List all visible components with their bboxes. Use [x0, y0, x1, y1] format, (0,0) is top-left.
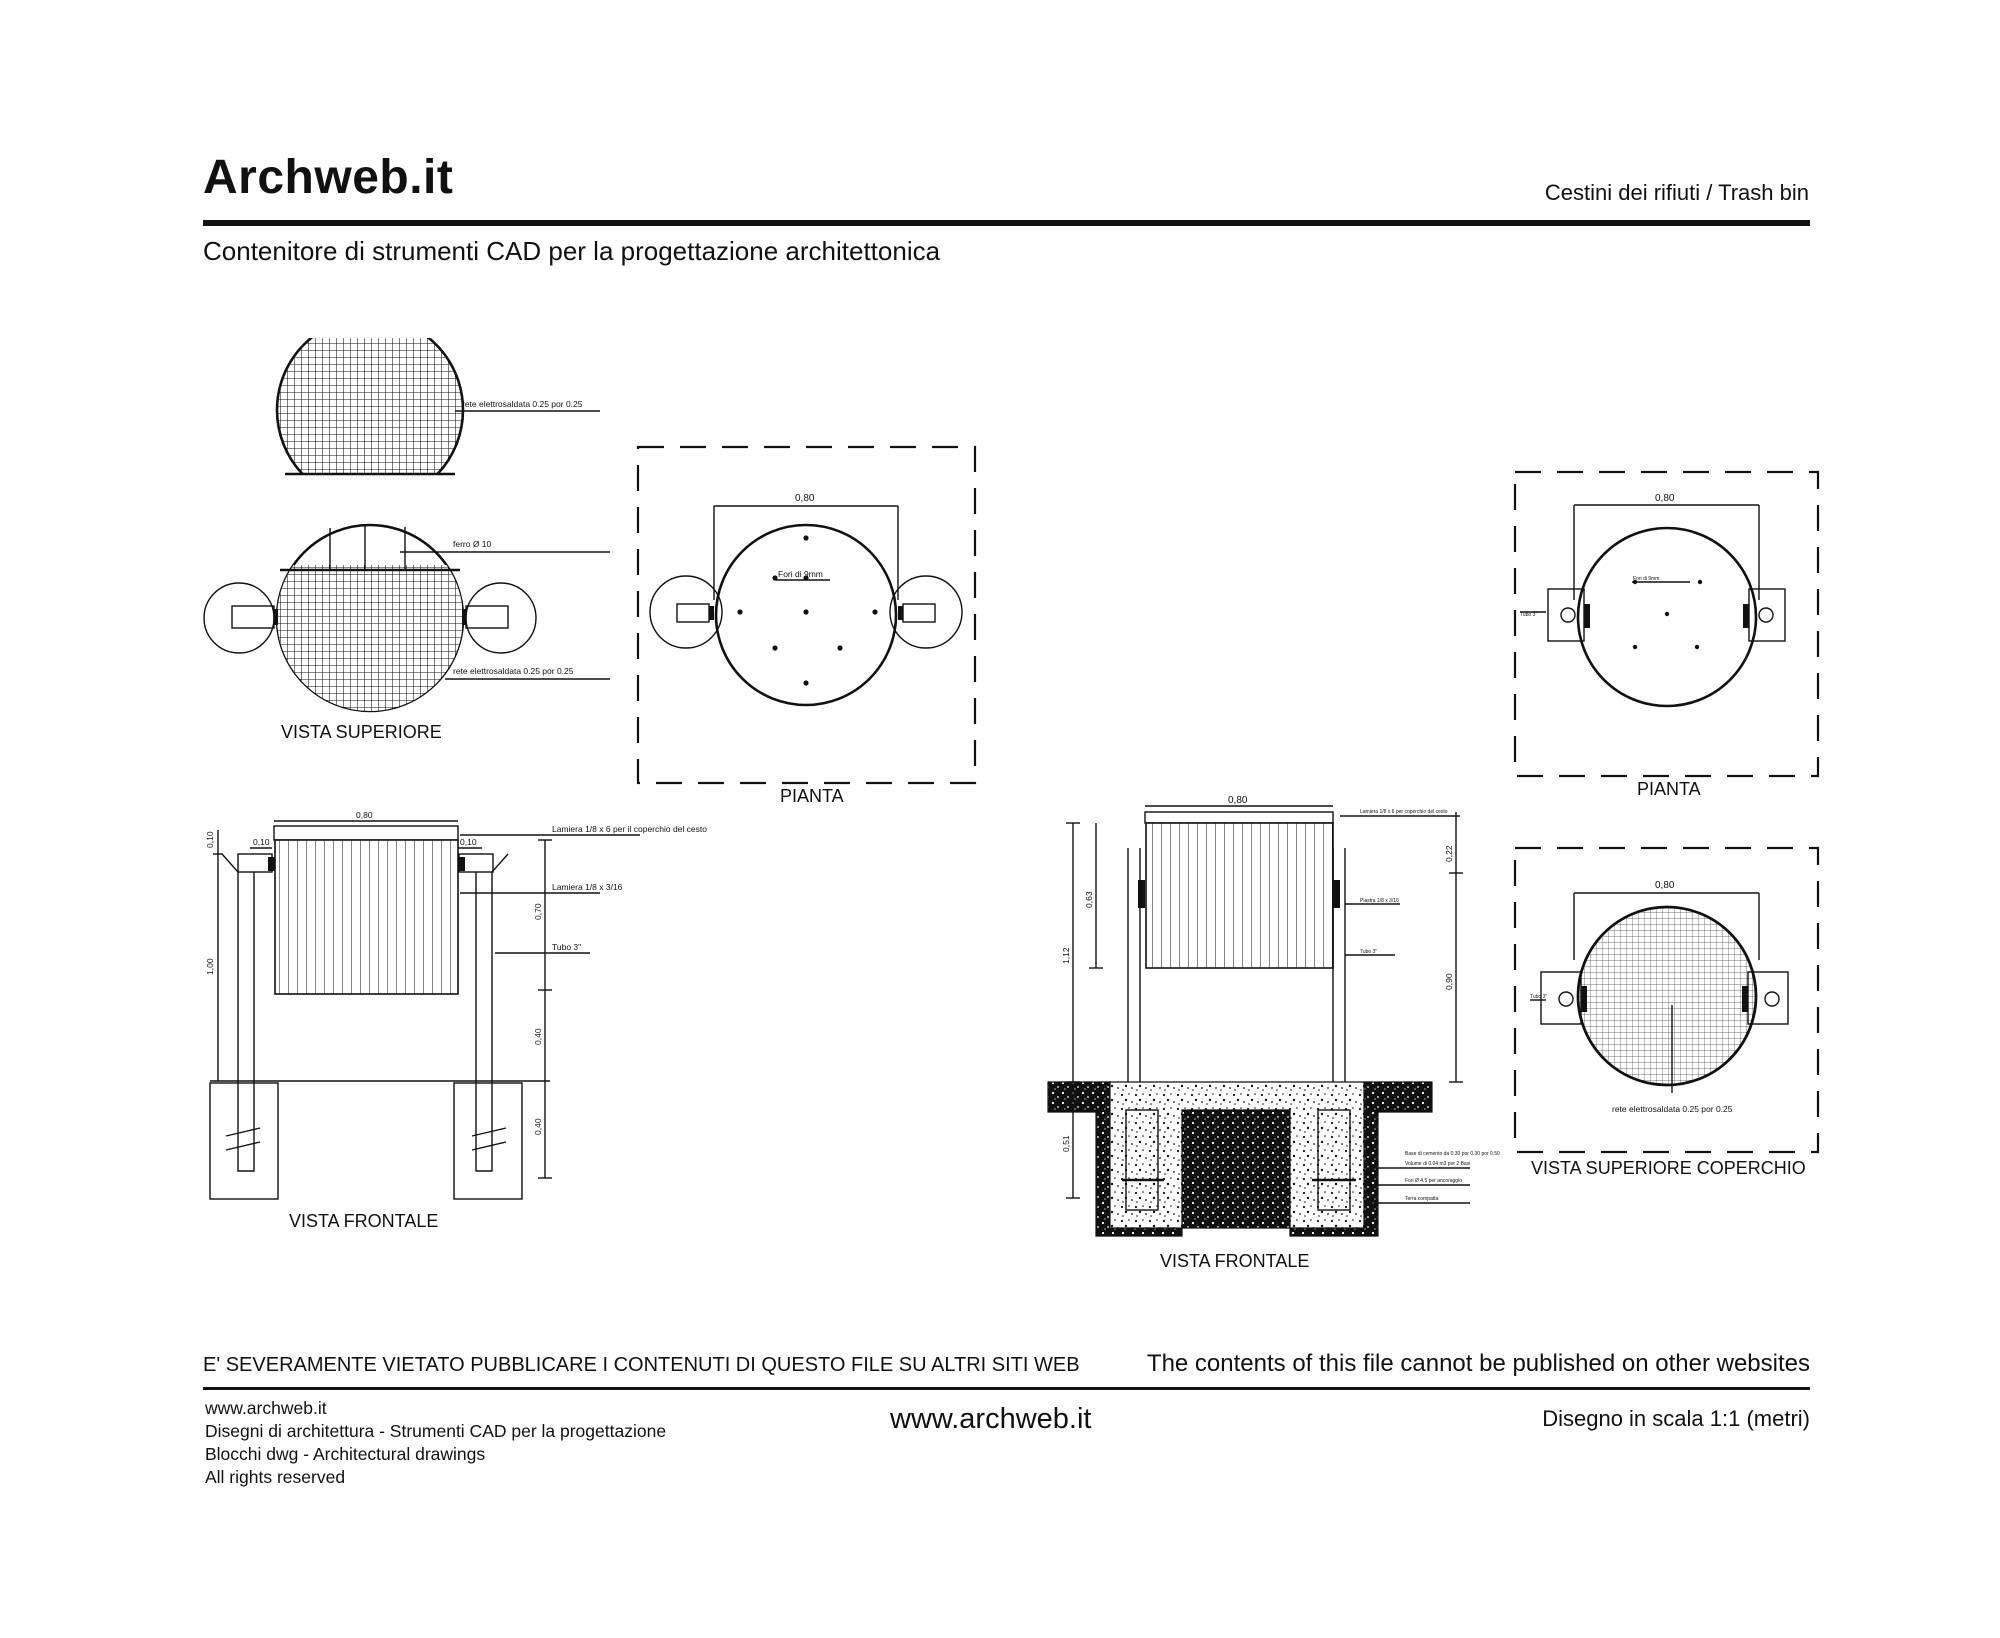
lid-top-view [1513, 846, 1820, 1154]
front1-width-dim: 0,80 [356, 810, 373, 820]
plan1-width-dim: 0,80 [795, 493, 815, 504]
front2-top-offset-dim: 0,22 [1444, 845, 1454, 862]
plan-label-2: PIANTA [1637, 779, 1701, 799]
front2-body-height-dim: 0,63 [1084, 891, 1094, 908]
footer-site[interactable]: www.archweb.it [205, 1398, 327, 1418]
lid-top-view-label: VISTA SUPERIORE COPERCHIO [1531, 1158, 1806, 1178]
front1-left-offset-dim: 0,10 [253, 837, 270, 847]
brand-logo-text: Archweb.it [203, 151, 454, 204]
front2-height-right-dim: 0,90 [1444, 973, 1454, 990]
mesh-note-2: rete elettrosaldata 0.25 por 0.25 [453, 666, 574, 676]
lid-width-dim: 0,80 [1655, 880, 1675, 891]
holes-note: Fori di 9mm [778, 569, 823, 579]
footer-line-3: Blocchi dwg - Architectural drawings [205, 1444, 486, 1464]
header-rule [203, 220, 1810, 226]
drawing-topic: Cestini dei rifiuti / Trash bin [1544, 180, 1809, 205]
sheet-lid-note-small: Lamiera 1/8 x 6 per coperchio del cesto [1360, 809, 1448, 815]
base-note-2: Volume di 0.04 m3 por 2 Basi [1405, 1161, 1470, 1167]
front-view-2 [1047, 805, 1470, 1237]
front2-footing-depth-dim: 0,51 [1061, 1135, 1071, 1152]
front1-footing-depth-dim: 0,40 [533, 1118, 543, 1135]
front1-total-height-dim: 1,00 [205, 958, 215, 975]
front1-top-offset-dim: 0,10 [205, 831, 215, 848]
plan2-width-dim: 0,80 [1655, 493, 1675, 504]
top-view-label: VISTA SUPERIORE [281, 722, 442, 742]
front2-width-dim: 0,80 [1228, 795, 1248, 806]
tube-note-lid: Tubo 3" [1530, 994, 1547, 1000]
tube-note-small-2: Tubo 3" [1360, 949, 1377, 955]
page-subtitle: Contenitore di strumenti CAD per la prog… [203, 236, 941, 266]
holes-note-small: Fori di 9mm [1633, 576, 1659, 582]
warning-italian: E' SEVERAMENTE VIETATO PUBBLICARE I CONT… [203, 1354, 1080, 1376]
warning-english: The contents of this file cannot be publ… [1146, 1350, 1810, 1377]
front1-body-height-dim: 0,70 [533, 903, 543, 920]
plan-view-2 [1513, 470, 1820, 778]
plan-view-1 [636, 445, 977, 785]
base-note-3: Fori Ø 4.5 per ancoraggio [1405, 1178, 1462, 1184]
front2-total-height-dim: 1,12 [1061, 947, 1071, 964]
top-view-basket [203, 523, 610, 713]
sheet-body-note: Lamiera 1/8 x 3/16 [552, 882, 623, 892]
footer-center-site-link[interactable]: www.archweb.it [890, 1403, 1092, 1435]
base-note-4: Terra compatta [1405, 1196, 1439, 1202]
footer-rule [203, 1387, 1810, 1390]
front1-right-offset-dim: 0,10 [460, 837, 477, 847]
front-view-1 [209, 820, 640, 1200]
front1-leg-height-dim: 0,40 [533, 1028, 543, 1045]
sheet-lid-note: Lamiera 1/8 x 6 per il coperchio del ces… [552, 824, 707, 834]
plan-label-1: PIANTA [780, 786, 844, 806]
mesh-note-lid: rete elettrosaldata 0.25 por 0.25 [1612, 1104, 1733, 1114]
plate-note-small: Piastra 1/8 x 3/16 [1360, 898, 1399, 904]
footer-line-4: All rights reserved [205, 1467, 346, 1487]
footer-line-2: Disegni di architettura - Strumenti CAD … [205, 1421, 667, 1441]
top-view-mesh-segment [275, 338, 600, 476]
footer-info: www.archweb.it Disegni di architettura -… [205, 1397, 666, 1489]
tube-note-small: Tubo 3" [1520, 612, 1537, 618]
scale-note: Disegno in scala 1:1 (metri) [1542, 1406, 1810, 1431]
mesh-note-1: rete elettrosaldata 0.25 por 0.25 [462, 399, 583, 409]
front-view-label-1: VISTA FRONTALE [289, 1211, 438, 1231]
base-note-1: Base di cemento da 0.30 por 0.30 por 0.5… [1405, 1151, 1500, 1157]
tube-note: Tubo 3" [552, 942, 581, 952]
front-view-label-2: VISTA FRONTALE [1160, 1251, 1309, 1271]
iron-rod-note: ferro Ø 10 [453, 539, 492, 549]
